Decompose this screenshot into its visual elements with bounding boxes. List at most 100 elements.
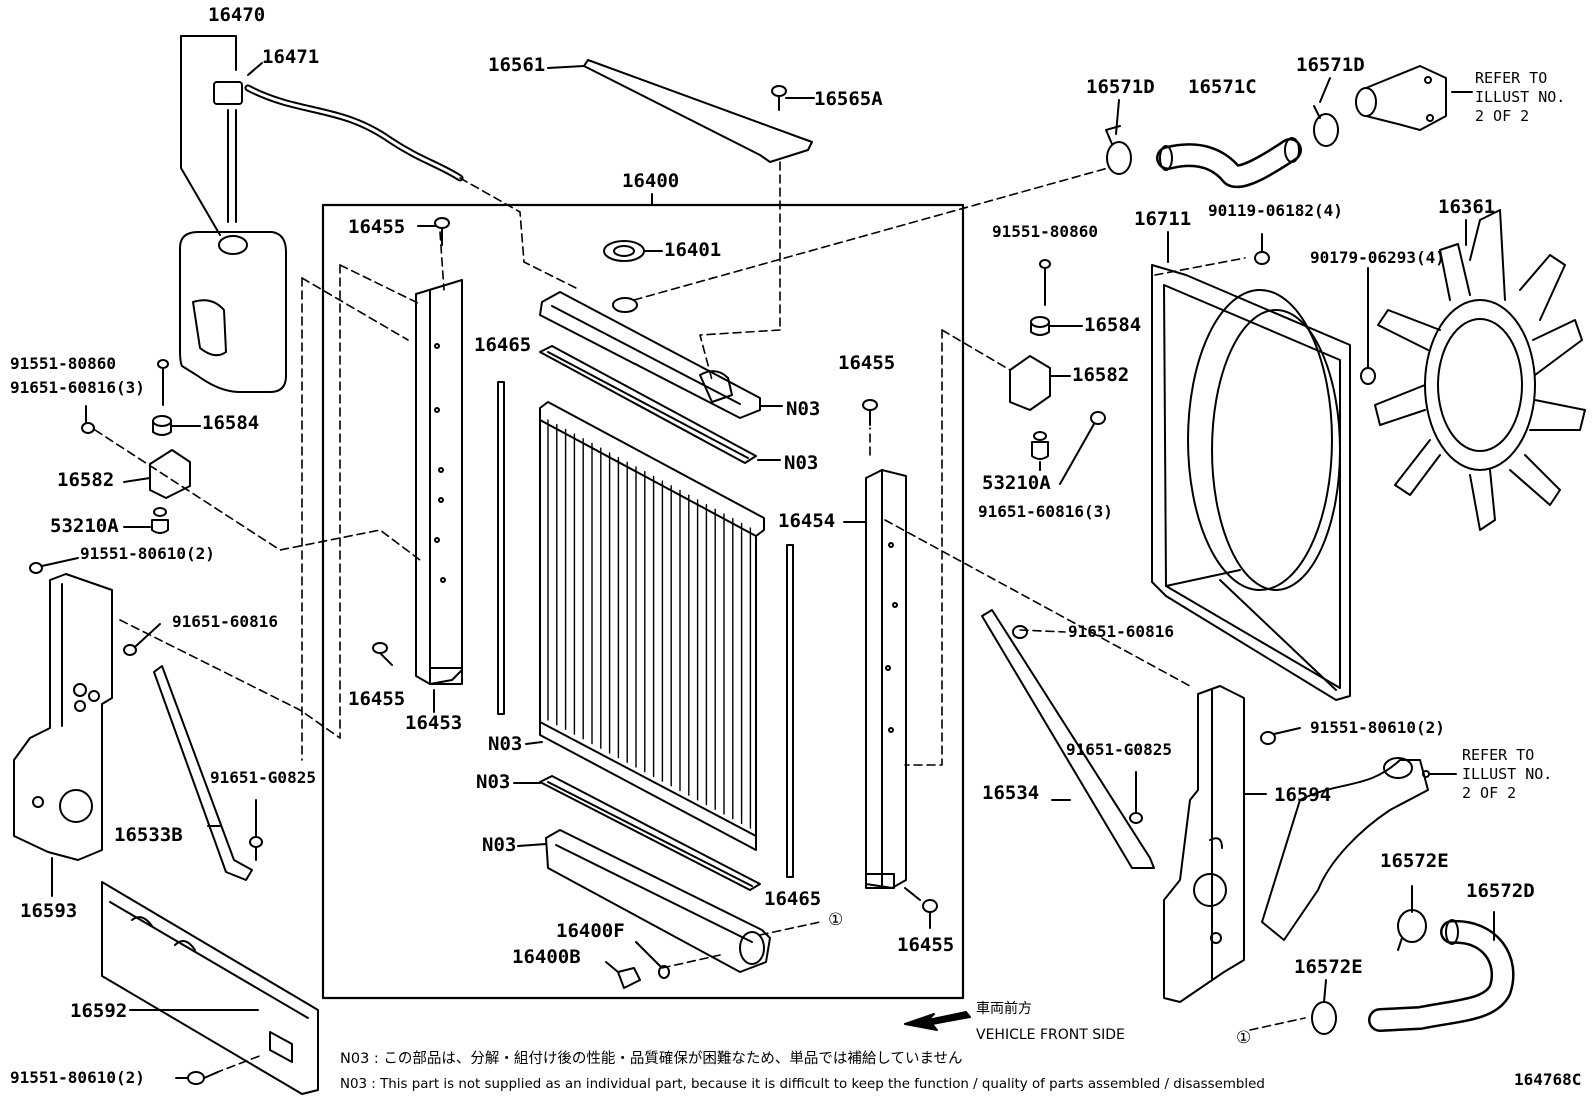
part-callout: 16582	[1072, 364, 1130, 386]
part-callout: 53210A	[50, 515, 119, 537]
part-callout: 16470	[208, 4, 266, 26]
part-callout: N03	[488, 733, 523, 755]
part-callout: 16571D	[1296, 54, 1365, 76]
part-callout: 16584	[202, 412, 260, 434]
leader-N03-5	[517, 843, 547, 847]
part-callout: 90179-06293(4)	[1310, 248, 1445, 267]
part-callout: 53210A	[982, 472, 1051, 494]
connection-mark: ①	[828, 910, 844, 930]
part-callout: 16592	[70, 1000, 128, 1022]
overflow-hose-inner	[246, 86, 462, 180]
part-callout: 16565A	[814, 88, 883, 110]
part-callout: 91651-G0825	[210, 768, 316, 787]
part-callout: N03	[476, 771, 511, 793]
lower-hose	[1368, 911, 1515, 1032]
part-callout: 16455	[348, 216, 406, 238]
upper-gasket-inner	[547, 351, 749, 459]
part-callout: 16572E	[1294, 956, 1363, 978]
lower-water-outlet	[1261, 757, 1457, 941]
fan-shroud	[1151, 264, 1351, 701]
water-outlet-upper	[1355, 65, 1473, 131]
part-callout: 91551-80610(2)	[80, 544, 215, 563]
radiator-lower-tank	[545, 829, 771, 973]
part-callout: 16571C	[1188, 76, 1257, 98]
fan-nut	[1360, 267, 1376, 385]
radiator-assembly-frame	[321, 203, 965, 1000]
radiator-cap-seat	[603, 240, 663, 262]
part-callout: 16582	[57, 469, 115, 491]
part-callout: 91651-60816	[1068, 622, 1174, 641]
shroud-bolt	[1254, 233, 1270, 265]
radiator-upper-tank	[539, 291, 761, 419]
lower-gasket	[539, 775, 761, 891]
upper-hose-clamp-left	[1105, 99, 1132, 175]
part-callout: 16561	[488, 54, 546, 76]
lower-gasket-inner	[547, 781, 753, 887]
cooling-fan	[1374, 209, 1586, 531]
reserve-tank	[179, 81, 287, 393]
leader-16471	[247, 62, 263, 76]
vehicle-front-en: VEHICLE FRONT SIDE	[976, 1027, 1125, 1043]
part-callout: 16572D	[1466, 880, 1535, 902]
part-callout: 16400	[622, 170, 680, 192]
part-callout: 16711	[1134, 208, 1192, 230]
part-callout: 16455	[897, 934, 955, 956]
part-callout: 16572E	[1380, 850, 1449, 872]
rubber-rod-right	[786, 544, 794, 878]
vehicle-front-arrow	[904, 1011, 971, 1031]
bolt-16455-lower-left	[372, 642, 393, 666]
assembly-lines	[94, 161, 1306, 1074]
upper-gasket	[539, 345, 757, 464]
leader-16470-tank	[180, 35, 221, 236]
part-callout: N03	[784, 452, 819, 474]
part-callout: 16571D	[1086, 76, 1155, 98]
leader-N03-3	[525, 741, 543, 745]
part-callout: 16361	[1438, 196, 1496, 218]
part-callout: 91551-80610(2)	[10, 1068, 145, 1087]
part-callout: 16594	[1274, 784, 1332, 806]
drain-plug-gasket	[635, 941, 670, 979]
part-callout: 16534	[982, 782, 1040, 804]
vehicle-front-jp: 車両前方	[976, 1001, 1032, 1017]
part-callout: 91651-60816(3)	[10, 378, 145, 397]
part-callout: N03	[786, 398, 821, 420]
radiator-core-fins	[547, 419, 752, 829]
bolt-16455-top-right	[862, 399, 878, 426]
right-side-member	[865, 469, 907, 889]
part-callout: N03	[482, 834, 517, 856]
bottom-left-bolt	[175, 1071, 219, 1085]
part-callout: 16400F	[556, 920, 625, 942]
part-callout: 16584	[1084, 314, 1142, 336]
lower-seal	[101, 881, 319, 1095]
lower-hose-clamp-upper	[1397, 885, 1427, 951]
part-callout: 16465	[474, 334, 532, 356]
rubber-rod-left	[497, 381, 505, 715]
right-stay	[981, 609, 1155, 869]
diagram-id: 164768C	[1514, 1070, 1582, 1089]
part-callout: 91551-80610(2)	[1310, 718, 1445, 737]
footnote-en: N03 : This part is not supplied as an in…	[340, 1077, 1265, 1092]
left-side-member	[415, 279, 463, 685]
part-callout: 91651-60816	[172, 612, 278, 631]
right-air-guide-bolt	[1260, 727, 1301, 745]
part-callout: 16533B	[114, 824, 183, 846]
bolt-16455-top-left	[417, 217, 450, 246]
clip-16565A	[771, 85, 815, 111]
left-bolt-91551	[29, 557, 79, 574]
upper-hose-clamp-right	[1313, 77, 1339, 147]
right-mount-parts	[1009, 259, 1106, 485]
part-callout: 16593	[20, 900, 78, 922]
part-callout: 91651-G0825	[1066, 740, 1172, 759]
part-callout: 16401	[664, 239, 722, 261]
left-mount-parts	[81, 359, 201, 534]
part-callout: 91551-80860	[10, 354, 116, 373]
footnote-jp: N03 : この部品は、分解・組付け後の性能・品質確保が困難なため、単品では補給…	[340, 1051, 963, 1067]
refer-note-bottom: REFER TO ILLUST NO. 2 OF 2	[1462, 746, 1553, 802]
connection-mark: ①	[1236, 1028, 1252, 1048]
part-callout: 16455	[348, 688, 406, 710]
part-callout: 16453	[405, 712, 463, 734]
part-callout: 16465	[764, 888, 822, 910]
upper-hose	[1156, 137, 1302, 189]
left-stay	[123, 623, 263, 881]
